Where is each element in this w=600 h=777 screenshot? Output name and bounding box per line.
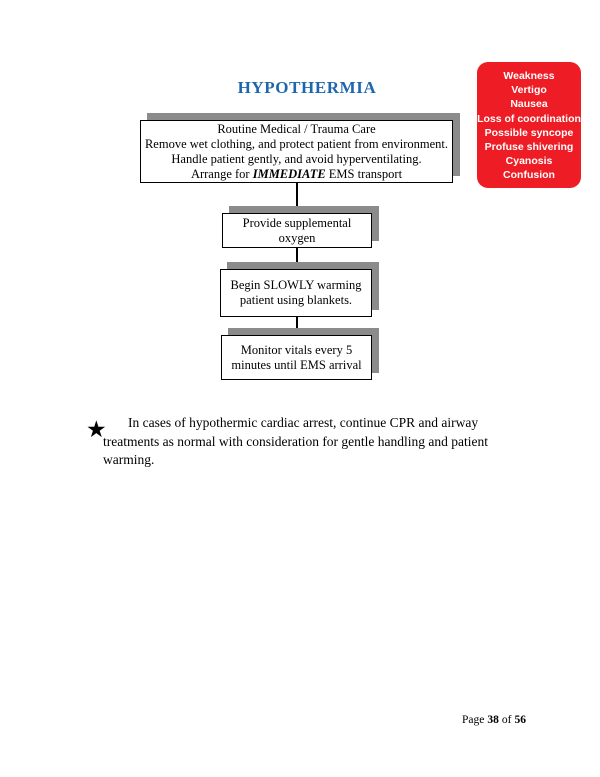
star-bullet-icon: ★ xyxy=(86,417,107,442)
footer-total-pages: 56 xyxy=(514,714,526,726)
symptom-item: Cyanosis xyxy=(505,155,553,168)
immediate-emphasis: IMMEDIATE xyxy=(252,166,326,181)
flow-step-line: Remove wet clothing, and protect patient… xyxy=(144,136,449,151)
symptom-item: Profuse shivering xyxy=(484,141,574,154)
flow-connector xyxy=(296,317,298,337)
page-title: HYPOTHERMIA xyxy=(237,78,377,97)
symptoms-panel: Weakness Vertigo Nausea Loss of coordina… xyxy=(477,62,581,188)
flow-connector xyxy=(296,248,298,272)
symptom-item: Confusion xyxy=(503,169,555,182)
footer-page-number: 38 xyxy=(487,714,499,726)
symptom-item: Weakness xyxy=(503,70,555,82)
cardiac-arrest-note: ★ In cases of hypothermic cardiac arrest… xyxy=(86,414,526,470)
symptom-item: Nausea xyxy=(510,98,548,111)
flow-connector xyxy=(296,183,298,213)
flow-step-routine-care: Routine Medical / Trauma Care Remove wet… xyxy=(140,120,453,183)
flow-step-line: Handle patient gently, and avoid hyperve… xyxy=(171,151,422,166)
flow-step-oxygen: Provide supplemental oxygen xyxy=(222,213,372,248)
flow-step-text: Provide supplemental oxygen xyxy=(242,215,352,245)
flow-step-line: Arrange for IMMEDIATE EMS transport xyxy=(191,167,402,182)
flow-step-warming: Begin SLOWLY warming patient using blank… xyxy=(220,269,372,317)
note-line: In cases of hypothermic cardiac arrest, … xyxy=(128,415,479,430)
symptom-item: Loss of coordination xyxy=(477,112,581,125)
symptom-item: Vertigo xyxy=(511,84,547,97)
flow-step-monitor-vitals: Monitor vitals every 5 minutes until EMS… xyxy=(221,335,372,380)
flow-step-line-suffix: EMS transport xyxy=(325,166,403,181)
flow-step-text: Monitor vitals every 5 minutes until EMS… xyxy=(231,342,362,372)
note-line: warming. xyxy=(103,452,155,467)
flow-step-line-prefix: Arrange for xyxy=(190,166,253,181)
flow-step-line: Routine Medical / Trauma Care xyxy=(217,121,376,136)
flow-step-text: Begin SLOWLY warming patient using blank… xyxy=(230,278,362,307)
footer-page-word: Page xyxy=(462,714,485,726)
symptom-item: Possible syncope xyxy=(484,126,574,139)
note-text: In cases of hypothermic cardiac arrest, … xyxy=(103,414,526,470)
footer-of-word: of xyxy=(501,714,512,726)
note-line: treatments as normal with consideration … xyxy=(103,433,489,449)
